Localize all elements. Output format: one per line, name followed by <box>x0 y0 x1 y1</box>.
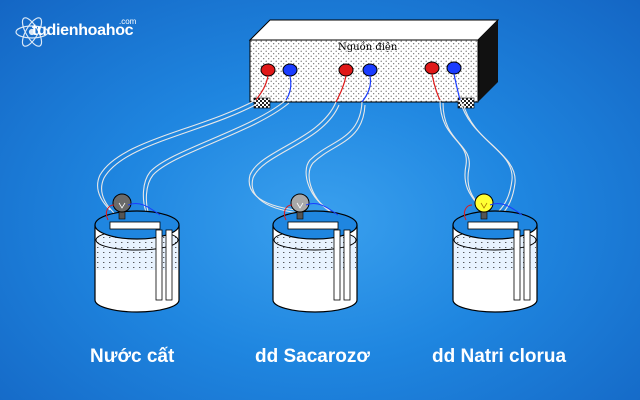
wires <box>97 99 516 216</box>
terminal-red-2 <box>338 63 354 77</box>
power-source-side <box>478 20 498 102</box>
beaker-1-electrode-left <box>165 229 173 301</box>
power-source-foot-left <box>253 97 271 109</box>
beaker-2-label: dd Sacarozơ <box>255 346 370 367</box>
power-source <box>248 19 500 109</box>
logo-text: tudienhoahoc <box>32 22 134 39</box>
beaker-2-electrode-left <box>343 229 351 301</box>
beaker-3-bulb <box>474 193 494 213</box>
beaker-2-electrode-right <box>333 229 341 301</box>
power-source-top <box>248 19 500 41</box>
terminal-blue-2 <box>362 63 378 77</box>
power-source-label: Nguồn điện <box>338 42 398 53</box>
beaker-1-label: Nước cất <box>90 346 175 367</box>
beaker-3 <box>452 193 538 313</box>
beaker-2 <box>272 193 358 313</box>
terminal-blue-1 <box>282 63 298 77</box>
power-source-foot-right <box>457 97 475 109</box>
beaker-1-electrode-right <box>155 229 163 301</box>
beaker-3-electrode-right <box>513 229 521 301</box>
beaker-1 <box>94 193 180 313</box>
terminal-red-3 <box>424 61 440 75</box>
beaker-2-bulb <box>290 193 310 213</box>
beaker-3-electrode-left <box>523 229 531 301</box>
terminal-blue-3 <box>446 61 462 75</box>
beaker-3-label: dd Natri clorua <box>432 346 567 367</box>
logo-suffix: .com <box>119 17 137 26</box>
logo-atom-icon <box>15 17 49 47</box>
beaker-1-bulb <box>112 193 132 213</box>
terminal-red-1 <box>260 63 276 77</box>
